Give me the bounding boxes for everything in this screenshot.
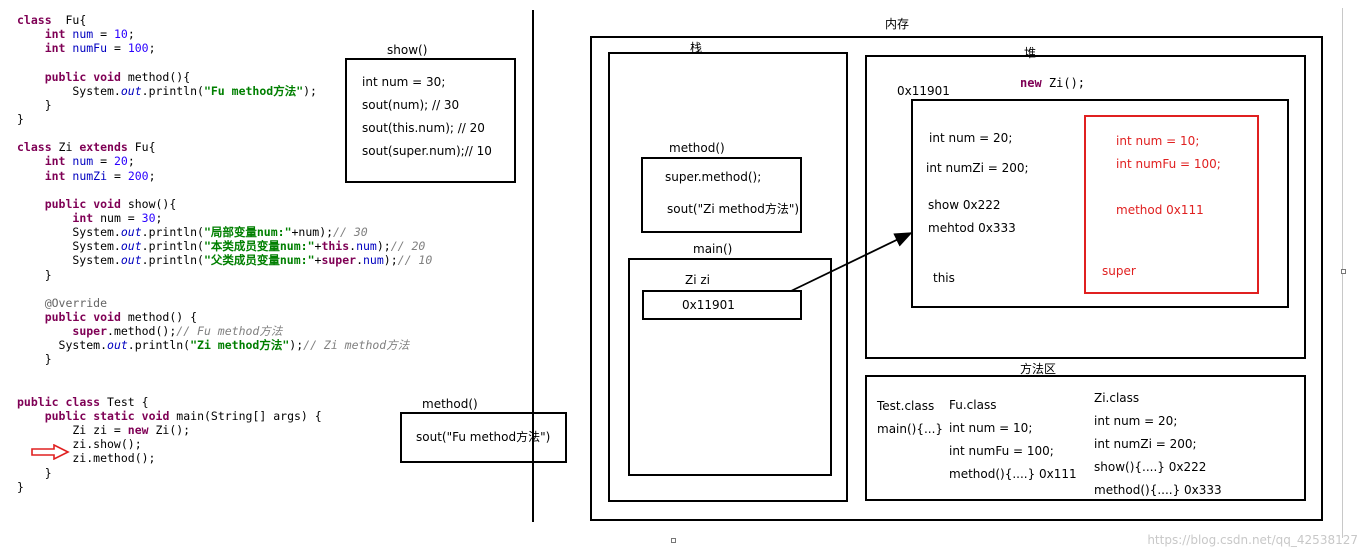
code-line: } <box>17 97 52 112</box>
stack-main-title: main() <box>693 242 733 256</box>
code-line: class Fu{ <box>17 13 87 27</box>
stack-main-frame <box>628 258 832 476</box>
zi-field: mehtod 0x333 <box>928 221 1016 235</box>
stack-var-box <box>642 290 802 320</box>
code-line: Zi zi = new Zi(); <box>17 423 191 438</box>
code-line: zi.show(); <box>17 437 142 452</box>
zi-class-line: int num = 20; <box>1094 414 1178 428</box>
code-line: System.out.println("本类成员变量num:"+this.num… <box>17 239 426 254</box>
method-area-box <box>865 375 1306 501</box>
show-frame-line: sout(this.num); // 20 <box>362 121 485 135</box>
stack-method-line: sout("Zi method方法"); <box>667 202 804 216</box>
code-line: zi.method(); <box>17 451 156 466</box>
super-label: super <box>1102 264 1136 278</box>
fu-class-line: Fu.class <box>949 398 997 412</box>
test-class-line: main(){...} <box>877 422 944 436</box>
code-line: System.out.println("局部变量num:"+num);// 30 <box>17 225 368 240</box>
code-line: int numFu = 100; <box>44 41 156 56</box>
zi-class-line: show(){....} 0x222 <box>1094 460 1207 474</box>
stack-method-line: super.method(); <box>665 170 762 184</box>
code-line: @Override <box>44 295 108 310</box>
code-listing: class Fu{ int num = 10; int numFu = 100;… <box>17 13 432 494</box>
resize-handle[interactable] <box>671 538 676 543</box>
code-line: System.out.println("父类成员变量num:"+super.nu… <box>17 253 433 268</box>
separator-line <box>532 10 534 522</box>
memory-box <box>590 36 1323 521</box>
code-line: int num = 10; <box>44 27 135 42</box>
stack-var-value: 0x11901 <box>682 298 735 312</box>
test-class-line: Test.class <box>877 399 935 413</box>
method-area-title: 方法区 <box>1020 362 1057 376</box>
fu-class-line: int num = 10; <box>949 421 1033 435</box>
resize-handle[interactable] <box>1341 269 1346 274</box>
code-line: } <box>17 479 24 494</box>
stack-title: 栈 <box>690 41 703 55</box>
code-line: } <box>17 111 24 126</box>
code-line: public class Test { <box>17 394 149 409</box>
show-frame-line: sout(super.num);// 10 <box>362 144 492 158</box>
stack-method-title: method() <box>669 141 725 155</box>
show-frame-line: int num = 30; <box>362 75 446 89</box>
code-line: public void method() { <box>44 309 198 324</box>
zi-class-line: method(){....} 0x333 <box>1094 483 1222 497</box>
code-line <box>17 381 432 395</box>
code-line <box>17 367 432 381</box>
code-line: } <box>17 352 52 367</box>
stack-var-label: Zi zi <box>685 273 711 287</box>
method-frame-line: sout("Fu method方法") <box>416 430 551 444</box>
code-line: System.out.println("Zi method方法");// Zi … <box>17 338 410 353</box>
heap-box <box>865 55 1306 359</box>
current-line-arrow-icon <box>31 444 70 460</box>
fu-class-line: method(){....} 0x111 <box>949 467 1077 481</box>
code-line: public void method(){ <box>44 69 191 84</box>
zi-object-box <box>911 99 1289 308</box>
zi-field: show 0x222 <box>928 198 1001 212</box>
code-line: } <box>17 465 52 480</box>
code-line: public static void main(String[] args) { <box>44 408 322 423</box>
heap-new-expression: new Zi(); <box>1020 76 1086 90</box>
code-line: int num = 30; <box>72 210 163 225</box>
heap-object-address: 0x11901 <box>897 84 950 98</box>
fu-class-line: int numFu = 100; <box>949 444 1054 458</box>
zi-this-label: this <box>933 271 955 285</box>
super-field: int num = 10; <box>1116 134 1200 148</box>
method-frame-title: method() <box>422 397 478 411</box>
super-field: method 0x111 <box>1116 203 1204 217</box>
code-line <box>17 183 432 197</box>
memory-title: 内存 <box>885 17 910 31</box>
zi-class-line: int numZi = 200; <box>1094 437 1197 451</box>
watermark: https://blog.csdn.net/qq_42538127 <box>1147 533 1358 547</box>
code-line: class Zi extends Fu{ <box>17 140 156 155</box>
code-line: int numZi = 200; <box>44 168 156 183</box>
show-frame-title: show() <box>387 43 428 57</box>
code-line <box>17 282 432 296</box>
show-frame-box <box>345 58 516 183</box>
stack-method-frame <box>641 157 802 233</box>
code-line: System.out.println("Fu method方法"); <box>17 83 317 98</box>
zi-field: int num = 20; <box>929 131 1013 145</box>
code-line: } <box>17 267 52 282</box>
zi-field: int numZi = 200; <box>926 161 1029 175</box>
super-field: int numFu = 100; <box>1116 157 1221 171</box>
zi-class-line: Zi.class <box>1094 391 1140 405</box>
code-line: public void show(){ <box>44 196 177 211</box>
code-line: super.method();// Fu method方法 <box>72 324 283 339</box>
super-region-box <box>1084 115 1259 294</box>
show-frame-line: sout(num); // 30 <box>362 98 460 112</box>
code-line: int num = 20; <box>44 154 135 169</box>
method-frame-box <box>400 412 567 463</box>
